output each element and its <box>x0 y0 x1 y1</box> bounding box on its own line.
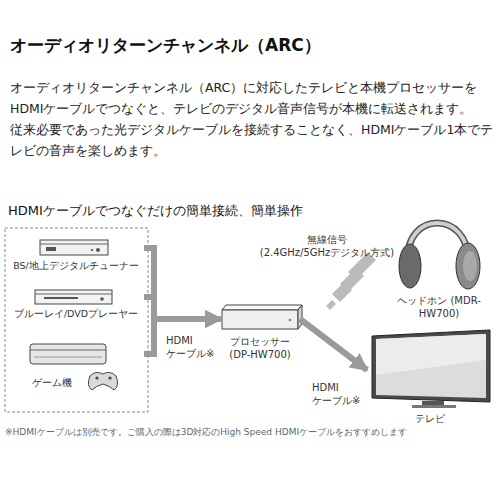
hdmi-connector <box>144 248 221 319</box>
footnote: ※HDMIケーブルは別売です。ご購入の際は3D対応のHigh Speed HDM… <box>5 426 495 439</box>
device-label: ヘッドホン (MDR-HW700) <box>396 294 482 320</box>
processor-illustration <box>222 305 302 329</box>
console-illustration <box>34 357 102 358</box>
console-illustration <box>30 344 106 364</box>
device-label: ゲーム機 <box>32 377 144 390</box>
tuner-illustration <box>40 244 108 245</box>
page-title: オーディオリターンチャンネル（ARC） <box>10 34 321 57</box>
wireless-signal-symbol <box>326 252 376 310</box>
tuner-illustration <box>46 247 56 251</box>
controller-illustration <box>88 372 117 390</box>
body-paragraph: 従来必要であった光デジタルケーブルを接続することなく、HDMIケーブル1本でテレ… <box>10 119 494 161</box>
tv-illustration <box>376 334 486 375</box>
device-label: ブルーレイ/DVDプレーヤー <box>8 308 144 321</box>
controller-illustration <box>88 372 117 390</box>
console-illustration <box>30 344 106 364</box>
processor-illustration <box>289 319 292 322</box>
tuner-illustration <box>91 249 94 252</box>
wireless-signal-symbol <box>326 300 336 310</box>
processor-illustration <box>298 305 302 329</box>
cable-label: HDMI ケーブル※ <box>166 334 220 360</box>
section-heading: HDMIケーブルでつなぐだけの簡単接続、簡単操作 <box>8 203 408 219</box>
hdmi-connector <box>300 319 367 370</box>
processor-illustration <box>222 305 302 310</box>
tv-illustration <box>422 401 444 405</box>
tv-illustration <box>376 334 486 398</box>
player-illustration <box>35 294 112 295</box>
tuner-illustration <box>96 248 100 252</box>
console-device: ゲーム機 <box>8 340 144 390</box>
headphone-illustration <box>463 251 477 281</box>
tuner-illustration <box>40 240 108 255</box>
tv-illustration <box>372 330 490 402</box>
tuner-illustration <box>40 240 108 255</box>
device-label: BS/地上デジタルチューナー <box>8 260 144 273</box>
player-device: ブルーレイ/DVDプレーヤー <box>8 286 144 321</box>
device-group-frame <box>5 228 148 412</box>
tv-device: テレビ <box>368 330 492 425</box>
headphone-device: ヘッドホン (MDR-HW700) <box>396 196 482 320</box>
hdmi-connector <box>144 297 221 319</box>
headphone-illustration <box>456 243 480 289</box>
cable-label: HDMI ケーブル※ <box>312 381 366 407</box>
player-illustration <box>35 290 112 304</box>
controller-illustration <box>95 376 98 379</box>
device-label: テレビ <box>368 412 492 425</box>
headphone-illustration <box>399 223 480 289</box>
signal-label: 無線信号 (2.4GHz/5GHzデジタル方式) <box>252 233 402 259</box>
processor-box: プロセッサー (DP-HW700) <box>222 305 298 361</box>
tv-illustration <box>372 330 490 408</box>
headphone-illustration <box>399 244 421 288</box>
tuner-device: BS/地上デジタルチューナー <box>8 236 144 273</box>
console-illustration <box>30 350 106 351</box>
controller-illustration <box>108 376 111 379</box>
device-group-frame <box>5 228 148 412</box>
device-label: プロセッサー (DP-HW700) <box>222 335 298 361</box>
player-illustration <box>35 290 112 304</box>
processor-illustration <box>222 310 298 329</box>
player-illustration <box>44 297 78 299</box>
player-illustration <box>100 297 104 301</box>
tv-illustration <box>412 405 456 408</box>
body-paragraph: オーディオリターンチャンネル（ARC）に対応したテレビと本機プロセッサーをHDM… <box>10 77 494 119</box>
